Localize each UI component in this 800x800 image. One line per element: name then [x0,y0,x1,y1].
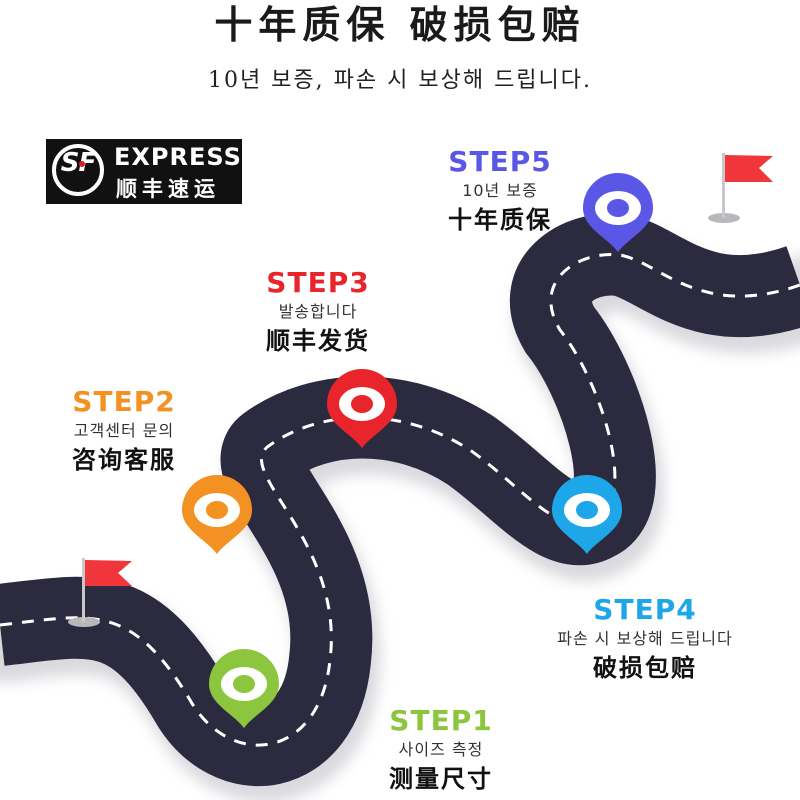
step1-chinese: 测量尺寸 [389,765,493,793]
logo-brand: EXPRESS [114,143,242,171]
step4-block: STEP4 파손 시 보상해 드립니다 破损包赔 [525,593,765,685]
step2-pin-icon [182,475,252,554]
step4-label: STEP4 [593,593,697,626]
step2-block: STEP2 고객센터 문의 咨询客服 [4,385,244,477]
step2-korean: 고객센터 문의 [73,421,175,440]
step3-pin-icon [327,369,397,448]
step1-korean: 사이즈 측정 [398,740,484,759]
page-title: 十年质保 破损包赔 [214,3,586,47]
step5-pin-icon [583,173,653,252]
step4-chinese: 破损包赔 [593,654,697,682]
step3-label: STEP3 [266,266,370,299]
step3-block: STEP3 발송합니다 顺丰发货 [198,266,438,358]
road [0,213,800,787]
step1-pin-icon [209,649,279,728]
step5-chinese: 十年质保 [448,206,552,234]
sf-express-logo: SF EXPRESS 顺丰速运 [46,139,242,204]
logo-dot-icon [79,161,85,167]
start-flag-icon [68,558,132,627]
step1-label: STEP1 [389,704,493,737]
logo-brand-cn: 顺丰速运 [116,177,220,201]
logo-mark: SF [60,148,97,178]
step2-label: STEP2 [72,385,176,418]
step5-label: STEP5 [448,145,552,178]
page-subtitle: 10년 보증, 파손 시 보상해 드립니다. [207,68,593,93]
finish-flag-icon [708,153,773,223]
step4-pin-icon [552,475,622,554]
logo-circle-icon [52,144,104,196]
step3-korean: 발송합니다 [278,302,358,321]
step5-korean: 10년 보증 [462,181,538,200]
step3-chinese: 顺丰发货 [266,327,370,355]
step1-block: STEP1 사이즈 측정 测量尺寸 [321,704,561,796]
step5-block: STEP5 10년 보증 十年质保 [380,145,620,237]
step4-korean: 파손 시 보상해 드립니다 [557,629,733,648]
step2-chinese: 咨询客服 [72,446,176,474]
